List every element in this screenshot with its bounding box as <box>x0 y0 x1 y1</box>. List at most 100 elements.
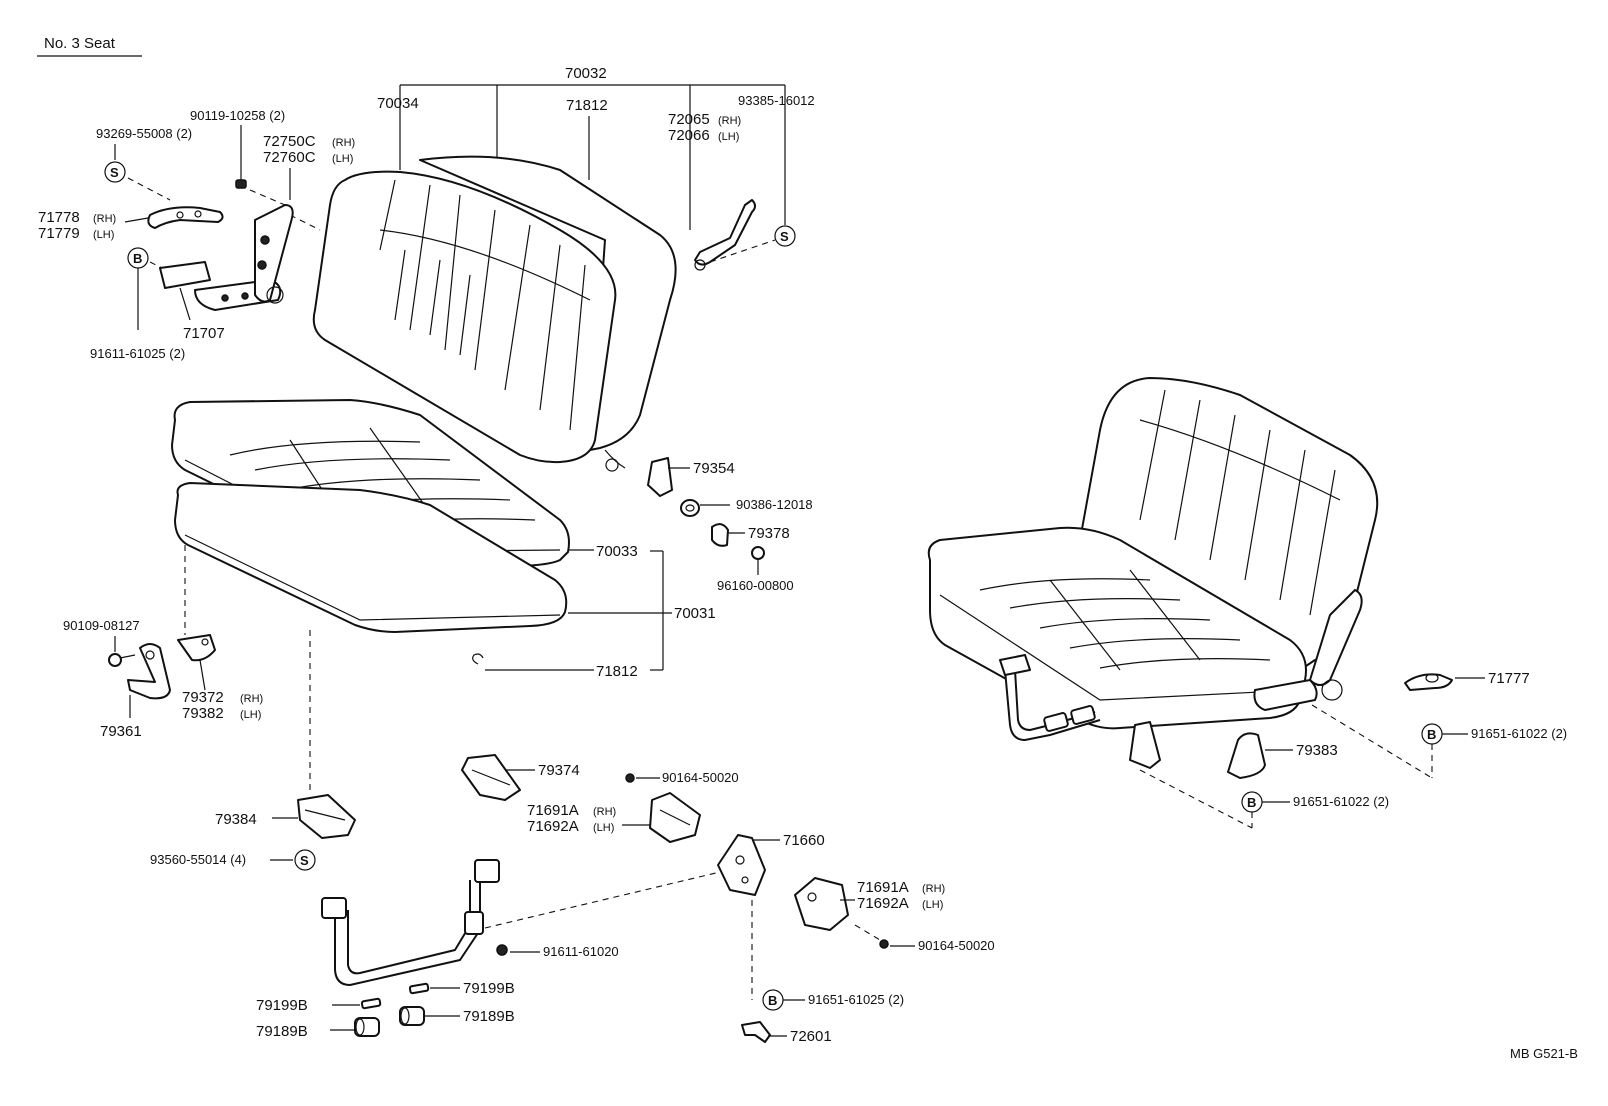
screw-symbol-s-93560: S <box>294 849 316 871</box>
label-72750c-side: (RH) <box>332 137 355 149</box>
label-72601: 72601 <box>790 1028 832 1045</box>
assembled-seat <box>927 377 1379 769</box>
label-93269-55008: 93269-55008 (2) <box>96 126 192 141</box>
screw-90164-top <box>625 773 635 783</box>
bracket-79383 <box>1227 732 1266 779</box>
bolt-91611-61020 <box>496 944 508 956</box>
label-91651-61022-b: 91651-61022 (2) <box>1293 794 1389 809</box>
label-71778-side: (RH) <box>93 213 116 225</box>
label-71692a-1: 71692A <box>527 818 579 835</box>
cap-79189b-right <box>399 1006 425 1026</box>
label-90164-50020-top: 90164-50020 <box>662 770 739 785</box>
svg-text:B: B <box>1247 795 1256 810</box>
label-71779-side: (LH) <box>93 229 114 241</box>
svg-text:S: S <box>780 229 789 244</box>
label-79384: 79384 <box>215 811 257 828</box>
label-90109-08127: 90109-08127 <box>63 618 140 633</box>
label-91651-61025: 91651-61025 (2) <box>808 992 904 1007</box>
bracket-72065 <box>694 199 756 271</box>
label-71779: 71779 <box>38 225 80 242</box>
label-72760c: 72760C <box>263 149 316 166</box>
pad-79199b-left <box>360 997 382 1010</box>
label-91611-61020: 91611-61020 <box>543 944 619 959</box>
label-70031: 70031 <box>674 605 716 622</box>
cover-71777 <box>1404 673 1453 691</box>
label-79382: 79382 <box>182 705 224 722</box>
label-70034: 70034 <box>377 95 419 112</box>
label-71692a-1-side: (LH) <box>593 822 614 834</box>
label-93385-16012: 93385-16012 <box>738 93 815 108</box>
label-90164-50020-bottom: 90164-50020 <box>918 938 995 953</box>
label-72750c: 72750C <box>263 133 316 150</box>
svg-text:B: B <box>1427 727 1436 742</box>
strap-72601 <box>741 1021 771 1043</box>
label-72065: 72065 <box>668 111 710 128</box>
screw-90164-bottom <box>879 939 889 949</box>
label-72066: 72066 <box>668 127 710 144</box>
label-71777: 71777 <box>1488 670 1530 687</box>
hinge-cover-79354 <box>647 457 673 497</box>
diagram-title: No. 3 Seat <box>44 35 116 52</box>
label-71660: 71660 <box>783 832 825 849</box>
cover-71691a-upper <box>649 792 701 843</box>
figure-code: MB G521-B <box>1510 1046 1578 1061</box>
label-79189b-right: 79189B <box>463 1008 515 1025</box>
bolt-symbol-b-91611: B <box>127 247 149 269</box>
cap-79189b-left <box>354 1017 380 1037</box>
label-72065-side: (RH) <box>718 115 741 127</box>
wire-71812 <box>472 653 484 665</box>
cover-79374 <box>461 754 521 801</box>
label-96160-00800: 96160-00800 <box>717 578 794 593</box>
svg-text:B: B <box>768 993 777 1008</box>
spacer-79378 <box>711 523 729 547</box>
label-71778: 71778 <box>38 209 80 226</box>
label-93560-55014: 93560-55014 (4) <box>150 852 246 867</box>
label-79189b-left: 79189B <box>256 1023 308 1040</box>
label-70032: 70032 <box>565 65 607 82</box>
label-79383: 79383 <box>1296 742 1338 759</box>
label-71691a-1: 71691A <box>527 802 579 819</box>
label-71812-bottom: 71812 <box>596 663 638 680</box>
label-79372: 79372 <box>182 689 224 706</box>
label-90386-12018: 90386-12018 <box>736 497 813 512</box>
bushing-90386 <box>680 499 700 517</box>
seat-cushion-pad-70031 <box>174 482 568 633</box>
guard-79372 <box>177 634 216 662</box>
bracket-70032 <box>399 84 786 230</box>
bolt-symbol-b-91651-25: B <box>762 989 784 1011</box>
bolt-symbol-b-91651-22b: B <box>1241 791 1263 813</box>
label-79382-side: (LH) <box>240 709 261 721</box>
cover-71778 <box>147 206 224 229</box>
bolt-symbol-b-91651-22a: B <box>1421 723 1443 745</box>
bracket-79361 <box>127 643 171 700</box>
label-71691a-2: 71691A <box>857 879 909 896</box>
leg-frame <box>321 859 500 986</box>
label-72066-side: (LH) <box>718 131 739 143</box>
bracket-79384 <box>297 794 356 839</box>
pad-79199b-right <box>408 982 430 995</box>
label-79374: 79374 <box>538 762 580 779</box>
screw-symbol-s-93269: S <box>104 161 126 183</box>
svg-text:S: S <box>110 165 119 180</box>
bolt-90109 <box>108 653 136 667</box>
label-71692a-2: 71692A <box>857 895 909 912</box>
label-79372-side: (RH) <box>240 693 263 705</box>
label-91611-61025: 91611-61025 (2) <box>90 346 185 361</box>
label-71691a-1-side: (RH) <box>593 806 616 818</box>
label-79361: 79361 <box>100 723 142 740</box>
nut-96160 <box>751 546 765 560</box>
cover-71691a-lower <box>794 877 849 931</box>
screw-symbol-s-93385: S <box>774 225 796 247</box>
label-71691a-2-side: (RH) <box>922 883 945 895</box>
label-71692a-2-side: (LH) <box>922 899 943 911</box>
label-90119-10258: 90119-10258 (2) <box>190 108 285 123</box>
label-70033: 70033 <box>596 543 638 560</box>
label-79199b-left: 79199B <box>256 997 308 1014</box>
hinge-plate-71707 <box>159 204 294 311</box>
label-71707: 71707 <box>183 325 225 342</box>
label-72760c-side: (LH) <box>332 153 353 165</box>
bracket-71660 <box>717 834 766 896</box>
svg-text:S: S <box>300 853 309 868</box>
bolt-90119 <box>235 179 247 189</box>
